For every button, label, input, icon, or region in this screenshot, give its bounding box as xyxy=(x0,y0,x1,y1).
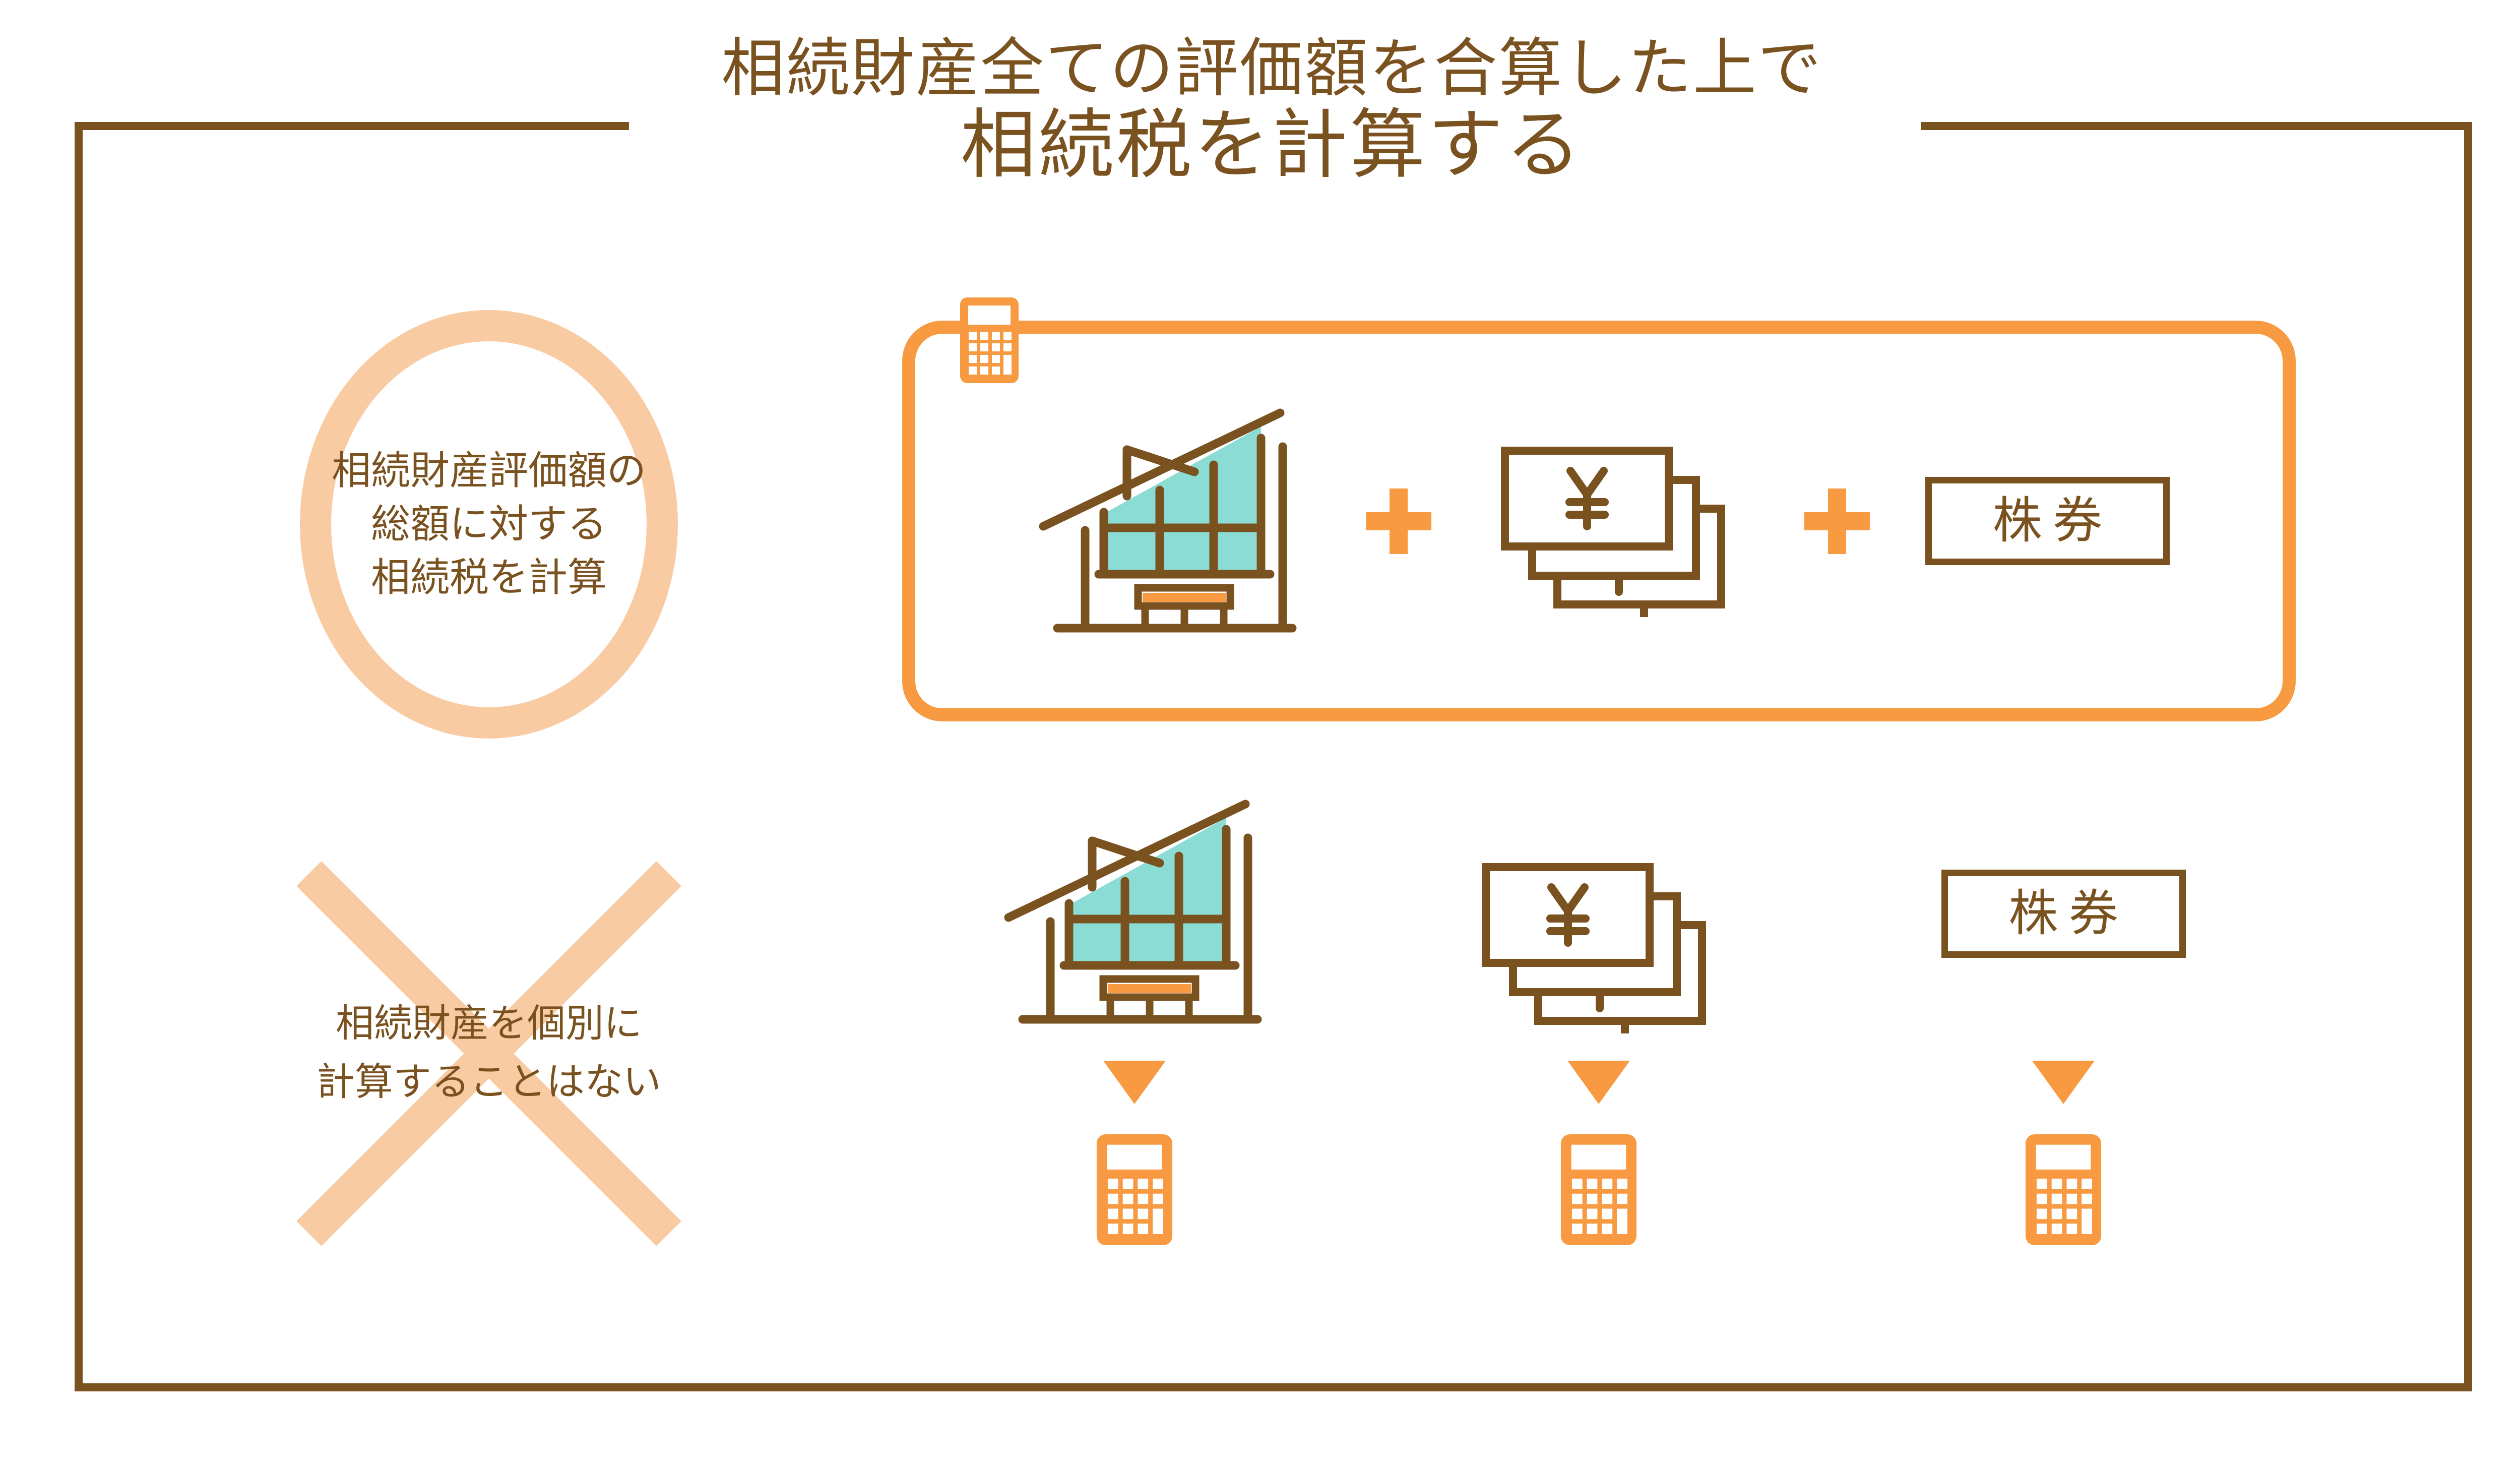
calculator-icon xyxy=(960,297,1019,383)
page-title: 相続財産全ての評価額を合算した上で 相続税を計算する xyxy=(0,36,2520,185)
calculator-icon xyxy=(1561,1134,1637,1245)
calculator-icon xyxy=(1096,1134,1172,1245)
asset-slot xyxy=(1468,791,1730,1033)
arrow-down-icon xyxy=(1567,1061,1630,1104)
plus-icon-2 xyxy=(1804,488,1870,554)
frame-top-rule-right xyxy=(1921,122,2472,130)
arrow-down-icon xyxy=(1103,1061,1166,1104)
incorrect-method-badge-text: 相続財産を個別に 計算することはない xyxy=(262,852,716,1255)
badge-line: 相続税を計算 xyxy=(370,556,607,600)
calculator-icon xyxy=(2026,1134,2102,1245)
stock-certificate-label: 株券 xyxy=(1992,494,2113,548)
house-icon xyxy=(1004,800,1262,1024)
stock-certificate-label: 株券 xyxy=(2008,886,2129,941)
correct-method-badge-text: 相続財産評価額の 総額に対する 相続税を計算 xyxy=(280,310,698,739)
stock-certificate-card: 株券 xyxy=(1941,870,2186,958)
individual-asset-column-cash xyxy=(1422,791,1775,1245)
cash-stack-icon xyxy=(1482,863,1707,1033)
badge-line: 総額に対する xyxy=(370,502,607,546)
house-icon xyxy=(1039,408,1297,632)
cash-stack-icon xyxy=(1501,446,1725,617)
combined-assets-container xyxy=(902,321,2296,721)
individual-asset-column-house xyxy=(958,791,1311,1245)
correct-method-badge: 相続財産評価額の 総額に対する 相続税を計算 xyxy=(300,310,678,739)
asset-slot xyxy=(993,791,1276,1033)
stock-certificate-card: 株券 xyxy=(1925,477,2170,565)
asset-slot: 株券 xyxy=(1941,791,2186,1033)
badge-line: 計算することはない xyxy=(317,1061,661,1104)
individual-assets-row: 株券 xyxy=(902,791,2296,1351)
page-title-line-2: 相続税を計算する xyxy=(960,104,1584,188)
arrow-down-icon xyxy=(2032,1061,2095,1104)
combined-assets-row: 株券 xyxy=(902,321,2296,721)
plus-icon-1 xyxy=(1366,488,1431,554)
frame-top-rule-left xyxy=(75,122,629,130)
page-title-line-1: 相続財産全ての評価額を合算した上で xyxy=(721,34,1822,104)
badge-line: 相続財産を個別に xyxy=(336,1003,642,1046)
individual-asset-column-stock: 株券 xyxy=(1887,791,2240,1245)
badge-line: 相続財産評価額の xyxy=(331,448,646,493)
incorrect-method-badge: 相続財産を個別に 計算することはない xyxy=(282,852,696,1255)
